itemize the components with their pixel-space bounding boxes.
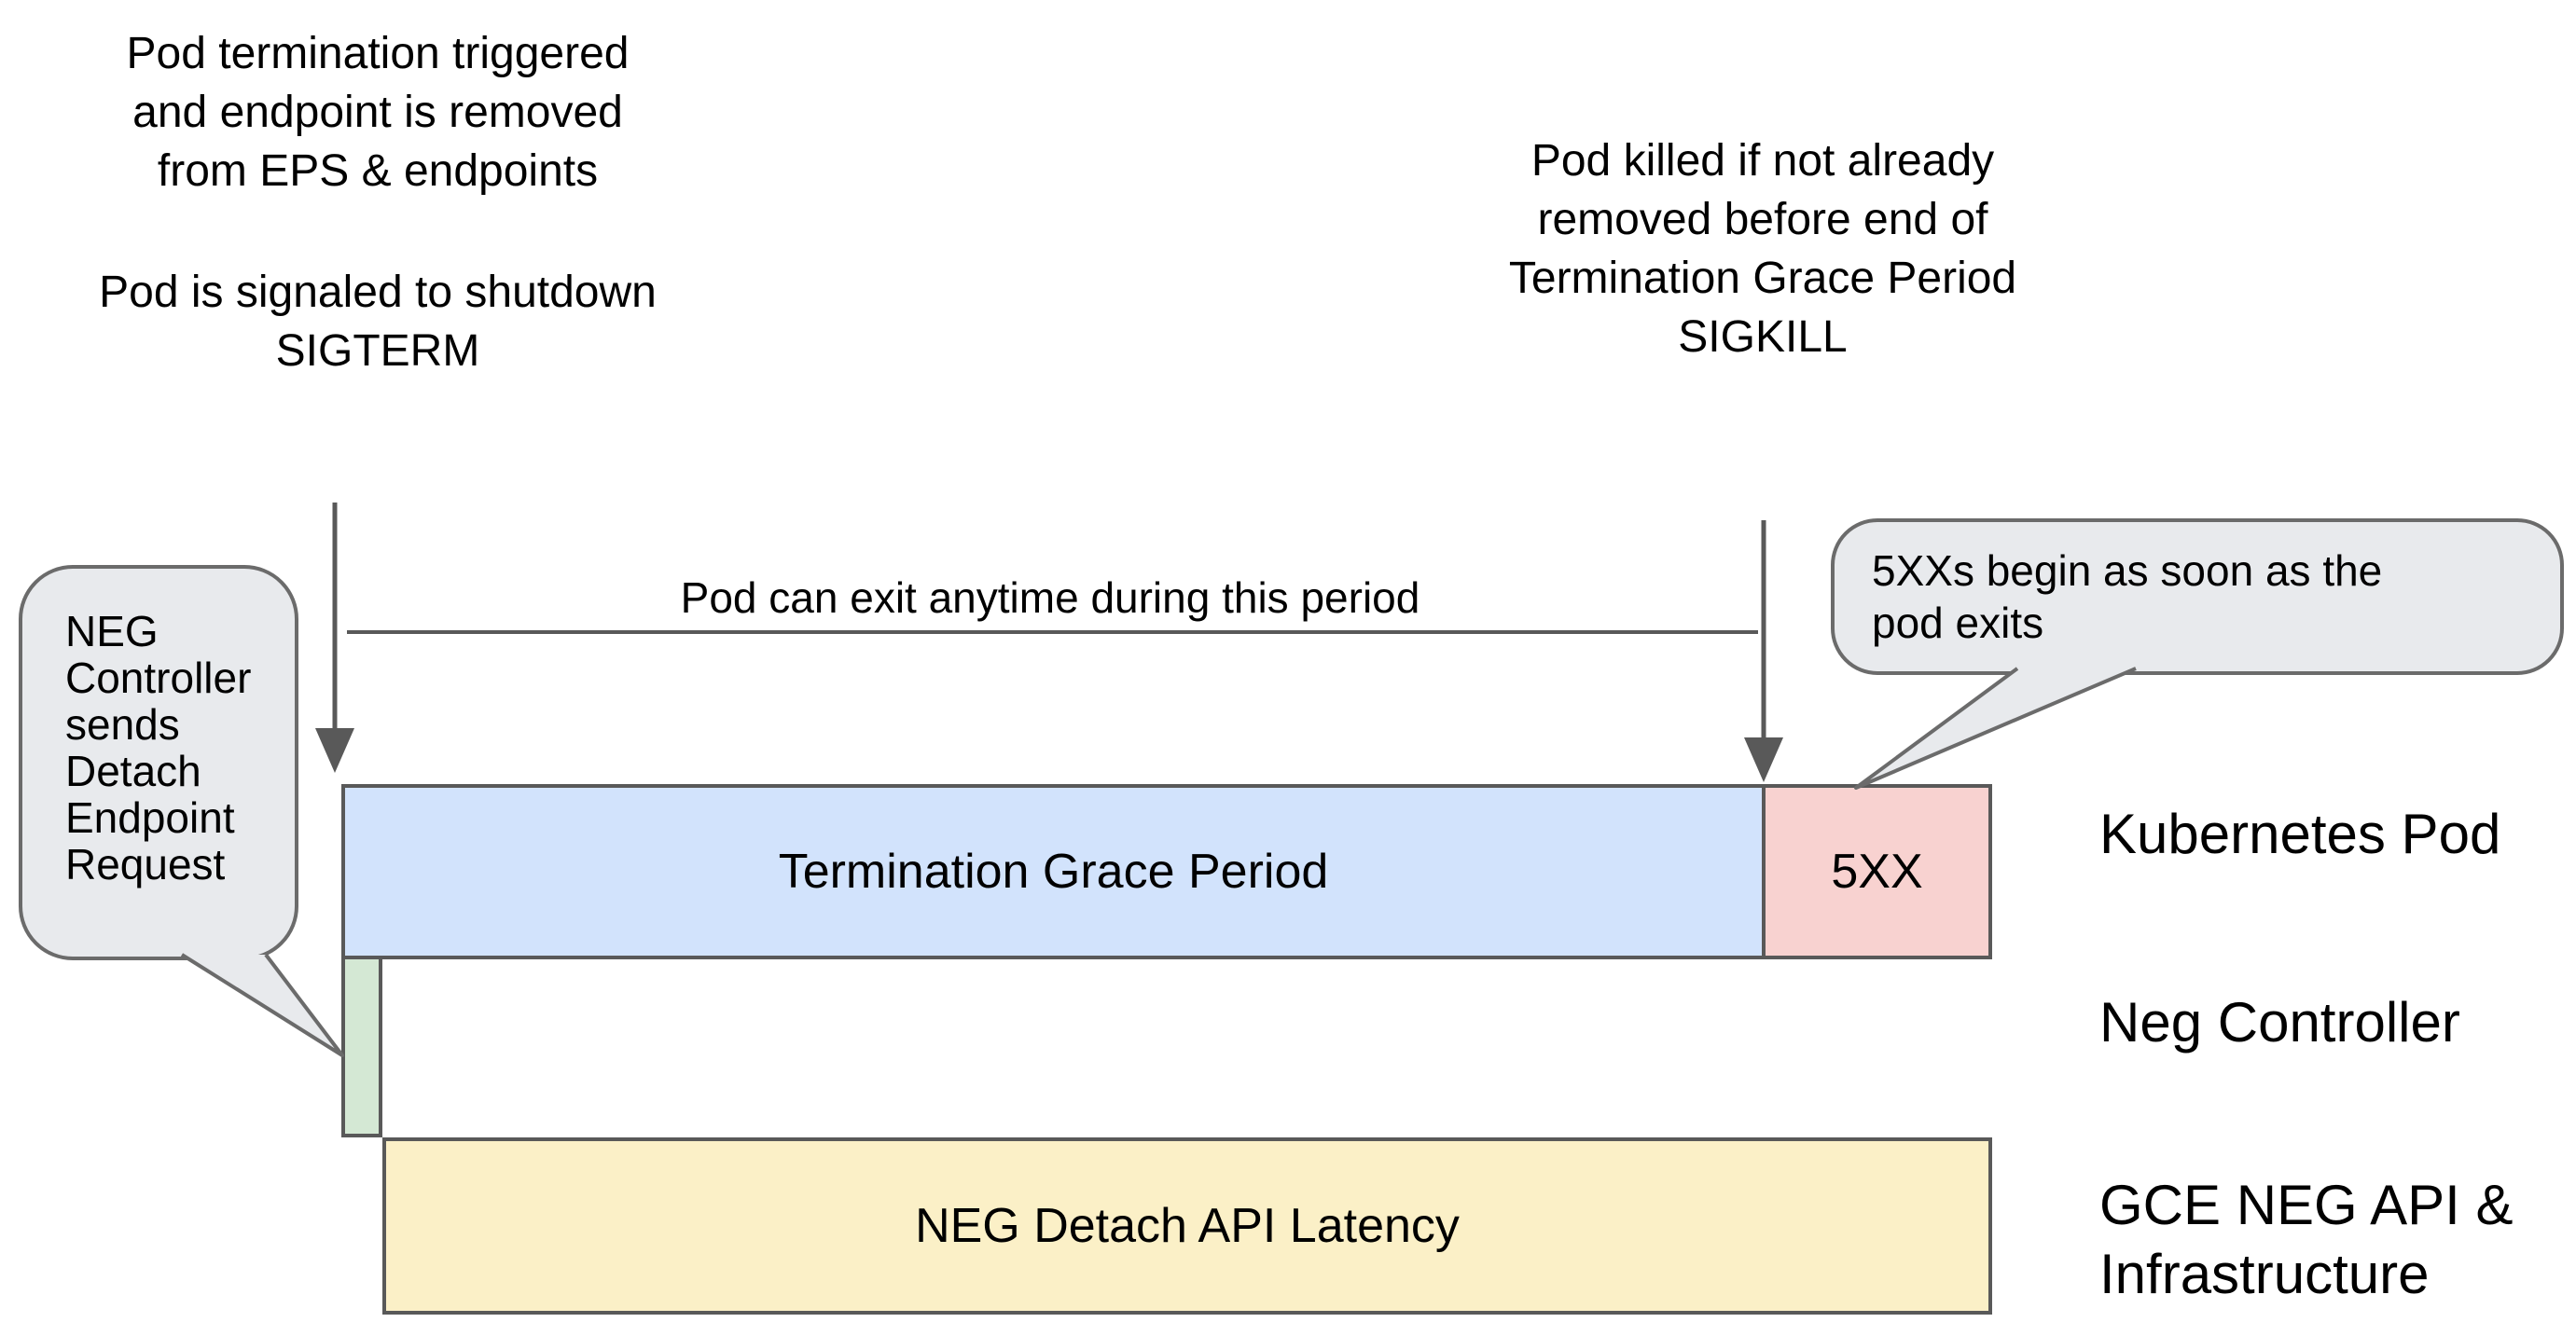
bar-neg-controller-detach xyxy=(341,956,382,1137)
annotation-pod-exit-period: Pod can exit anytime during this period xyxy=(680,573,1420,622)
bar-neg-detach-api-latency: NEG Detach API Latency xyxy=(382,1137,1992,1315)
callout-tail-left xyxy=(180,953,344,1057)
lane-label-kubernetes-pod: Kubernetes Pod xyxy=(2099,803,2501,865)
lane-label-neg-controller: Neg Controller xyxy=(2099,991,2460,1054)
bar-neg-detach-api-latency-label: NEG Detach API Latency xyxy=(915,1199,1460,1253)
down-arrow-right-head xyxy=(1744,737,1783,782)
callout-5xx-begin: 5XXs begin as soon as the pod exits xyxy=(1831,518,2564,675)
bar-5xx: 5XX xyxy=(1762,784,1992,959)
bar-termination-grace-period-label: Termination Grace Period xyxy=(778,845,1329,899)
lane-label-gce-neg-api-infrastructure: GCE NEG API & Infrastructure xyxy=(2099,1174,2514,1305)
annotation-sigkill: Pod killed if not already removed before… xyxy=(1508,136,2017,362)
callout-neg-controller-detach: NEG Controller sends Detach Endpoint Req… xyxy=(19,565,298,960)
down-arrow-left-head xyxy=(315,728,354,773)
callout-tail-right xyxy=(1854,667,2137,790)
bar-5xx-label: 5XX xyxy=(1831,845,1923,899)
annotation-sigterm: Pod is signaled to shutdown SIGTERM xyxy=(99,268,657,376)
bar-termination-grace-period: Termination Grace Period xyxy=(341,784,1766,959)
annotation-pod-termination-trigger: Pod termination triggered and endpoint i… xyxy=(126,29,630,196)
